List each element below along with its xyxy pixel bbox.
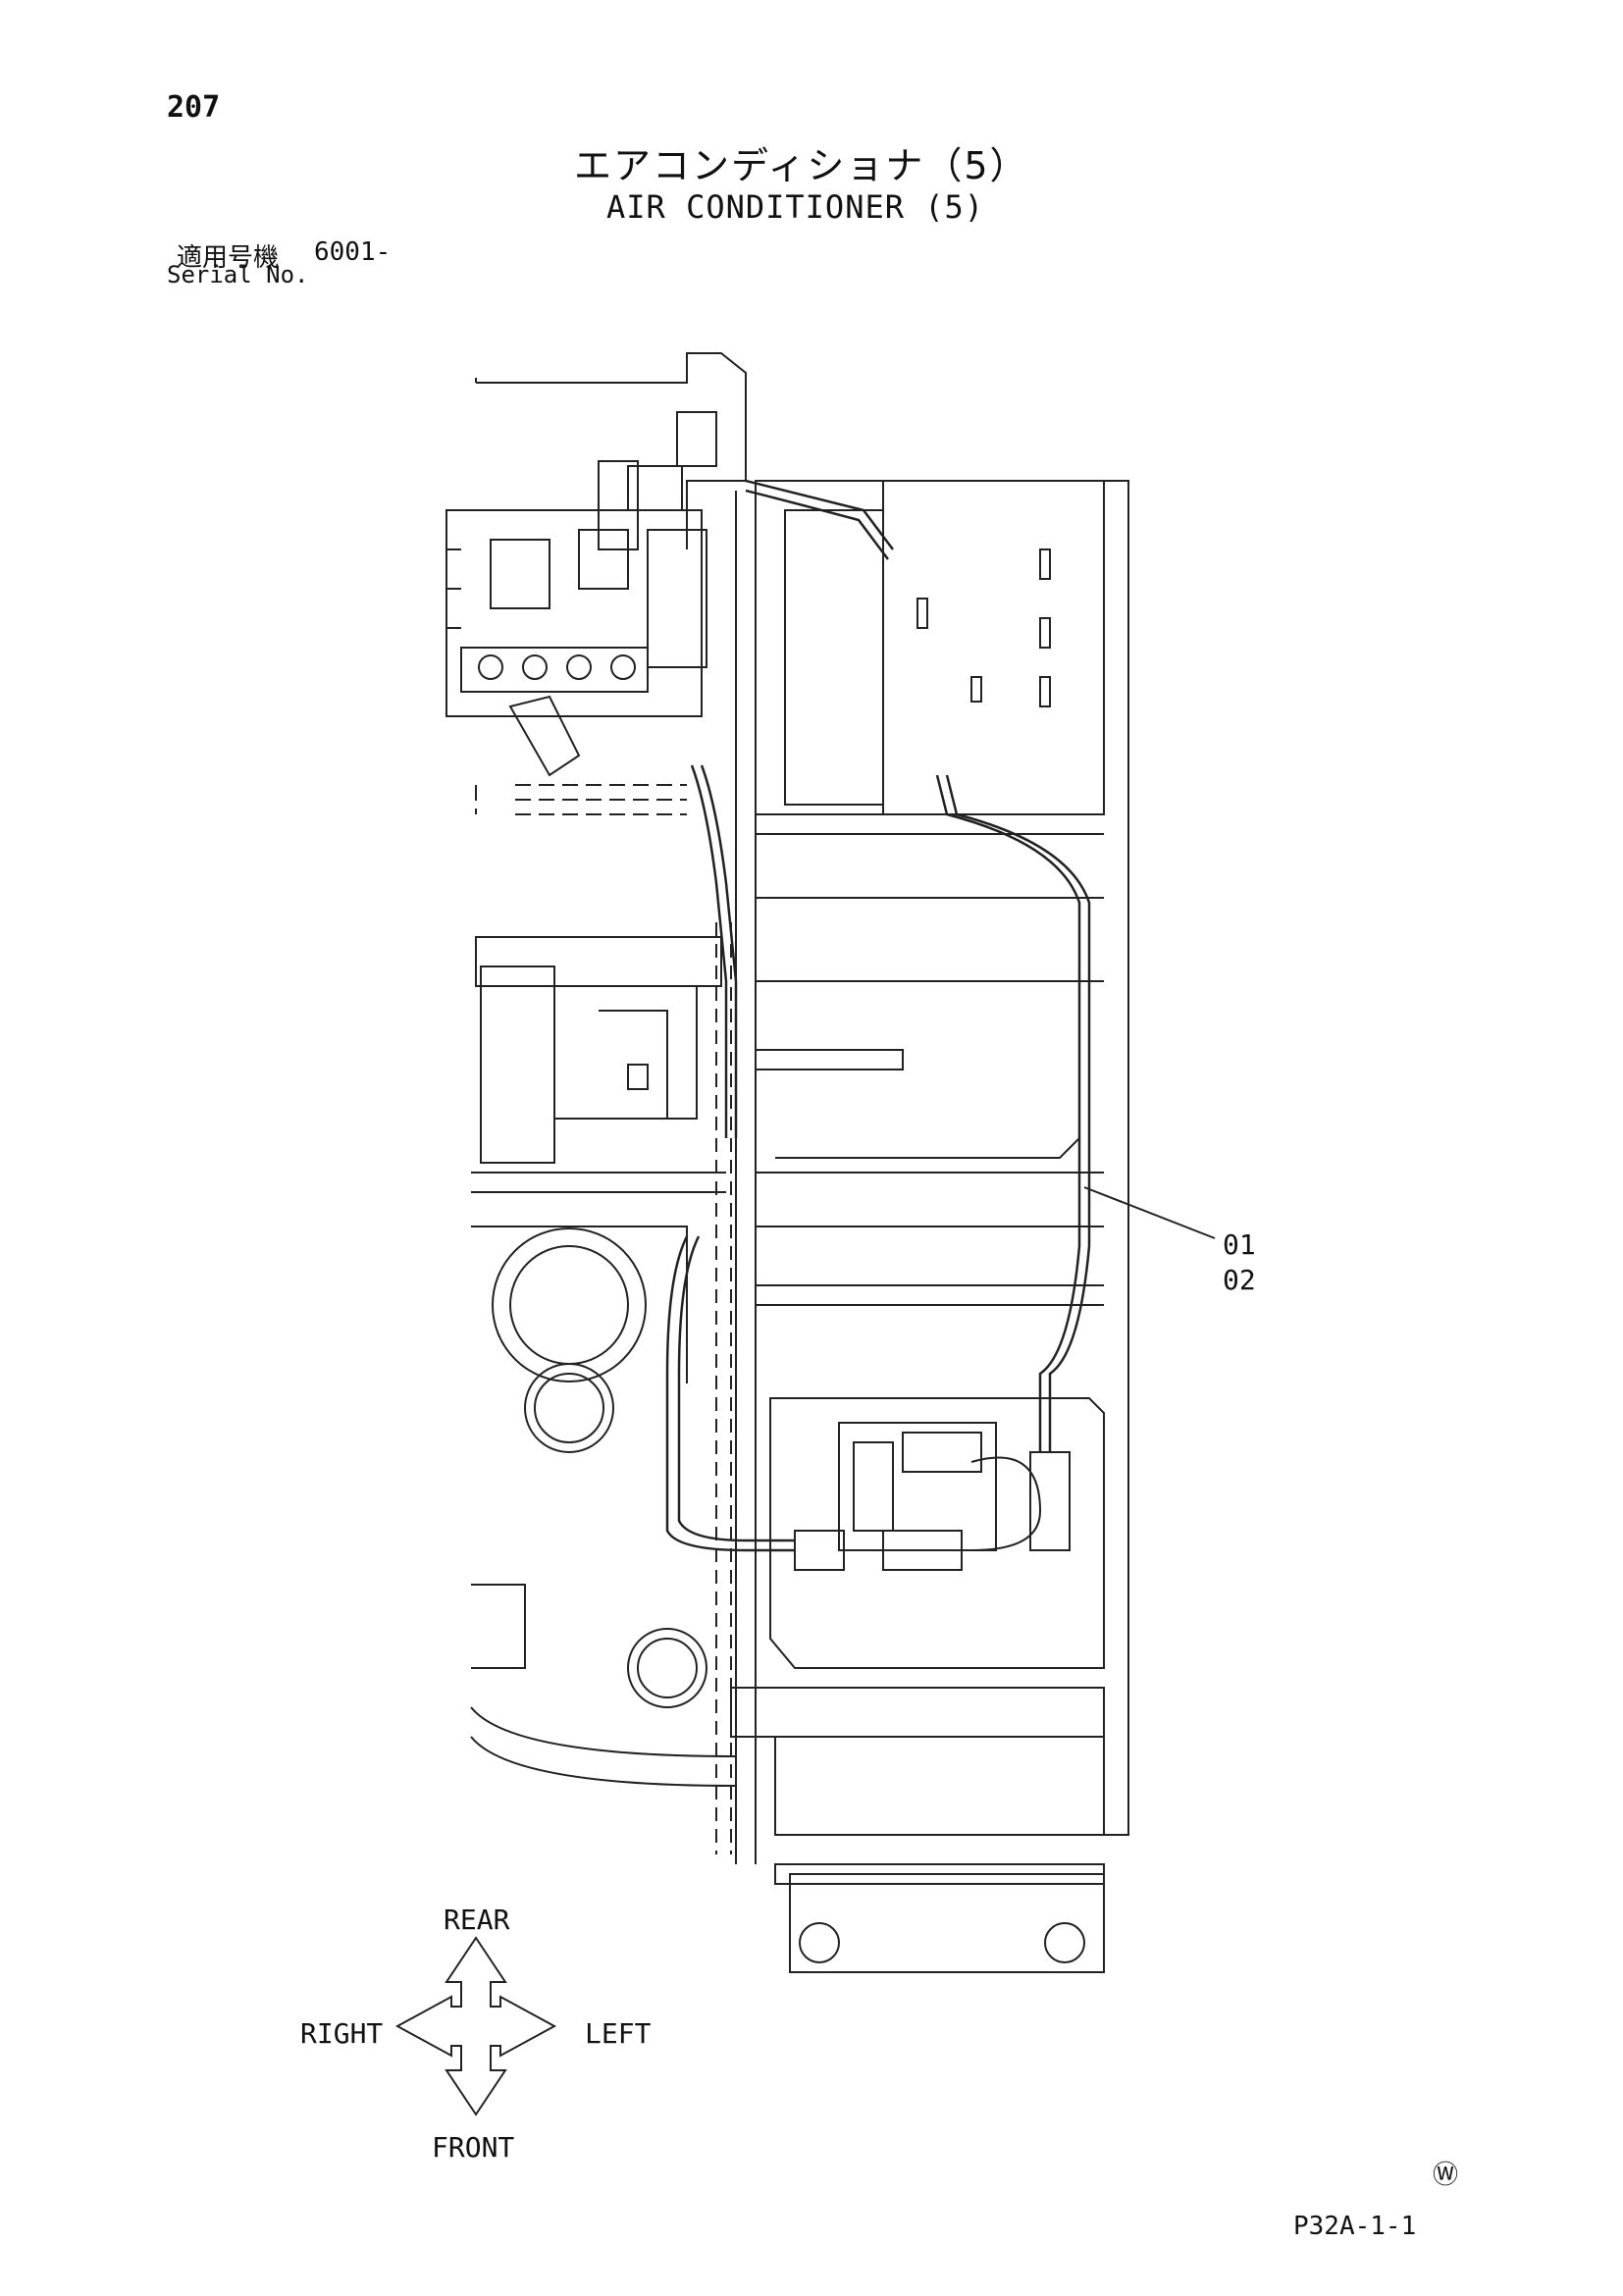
engine-area (445, 352, 747, 815)
callout-number: 01 (1223, 1228, 1256, 1261)
page-title-english: AIR CONDITIONER (5) (606, 188, 985, 226)
direction-label-front: FRONT (432, 2131, 515, 2164)
serial-value: 6001- (314, 237, 392, 267)
serial-label-japanese: 適用号機 (177, 243, 280, 273)
page-code: P32A-1-1 (1293, 2212, 1417, 2241)
air-conditioner-unit (794, 1422, 1071, 1571)
direction-label-rear: REAR (444, 1904, 510, 1936)
direction-label-right: RIGHT (300, 2017, 384, 2050)
page-number: 207 (167, 90, 221, 125)
ac-hoses (665, 479, 1091, 1552)
chassis-frame (470, 480, 1129, 1973)
serial-label-english: Serial No. (167, 261, 309, 288)
callout-number: 02 (1223, 1264, 1256, 1296)
watermark-symbol: Ⓦ (1433, 2161, 1459, 2190)
direction-label-left: LEFT (585, 2017, 652, 2050)
callout-leader (1083, 1186, 1216, 1239)
direction-compass (394, 1936, 557, 2116)
page-title-japanese: エアコンディショナ（5） (574, 144, 1029, 187)
